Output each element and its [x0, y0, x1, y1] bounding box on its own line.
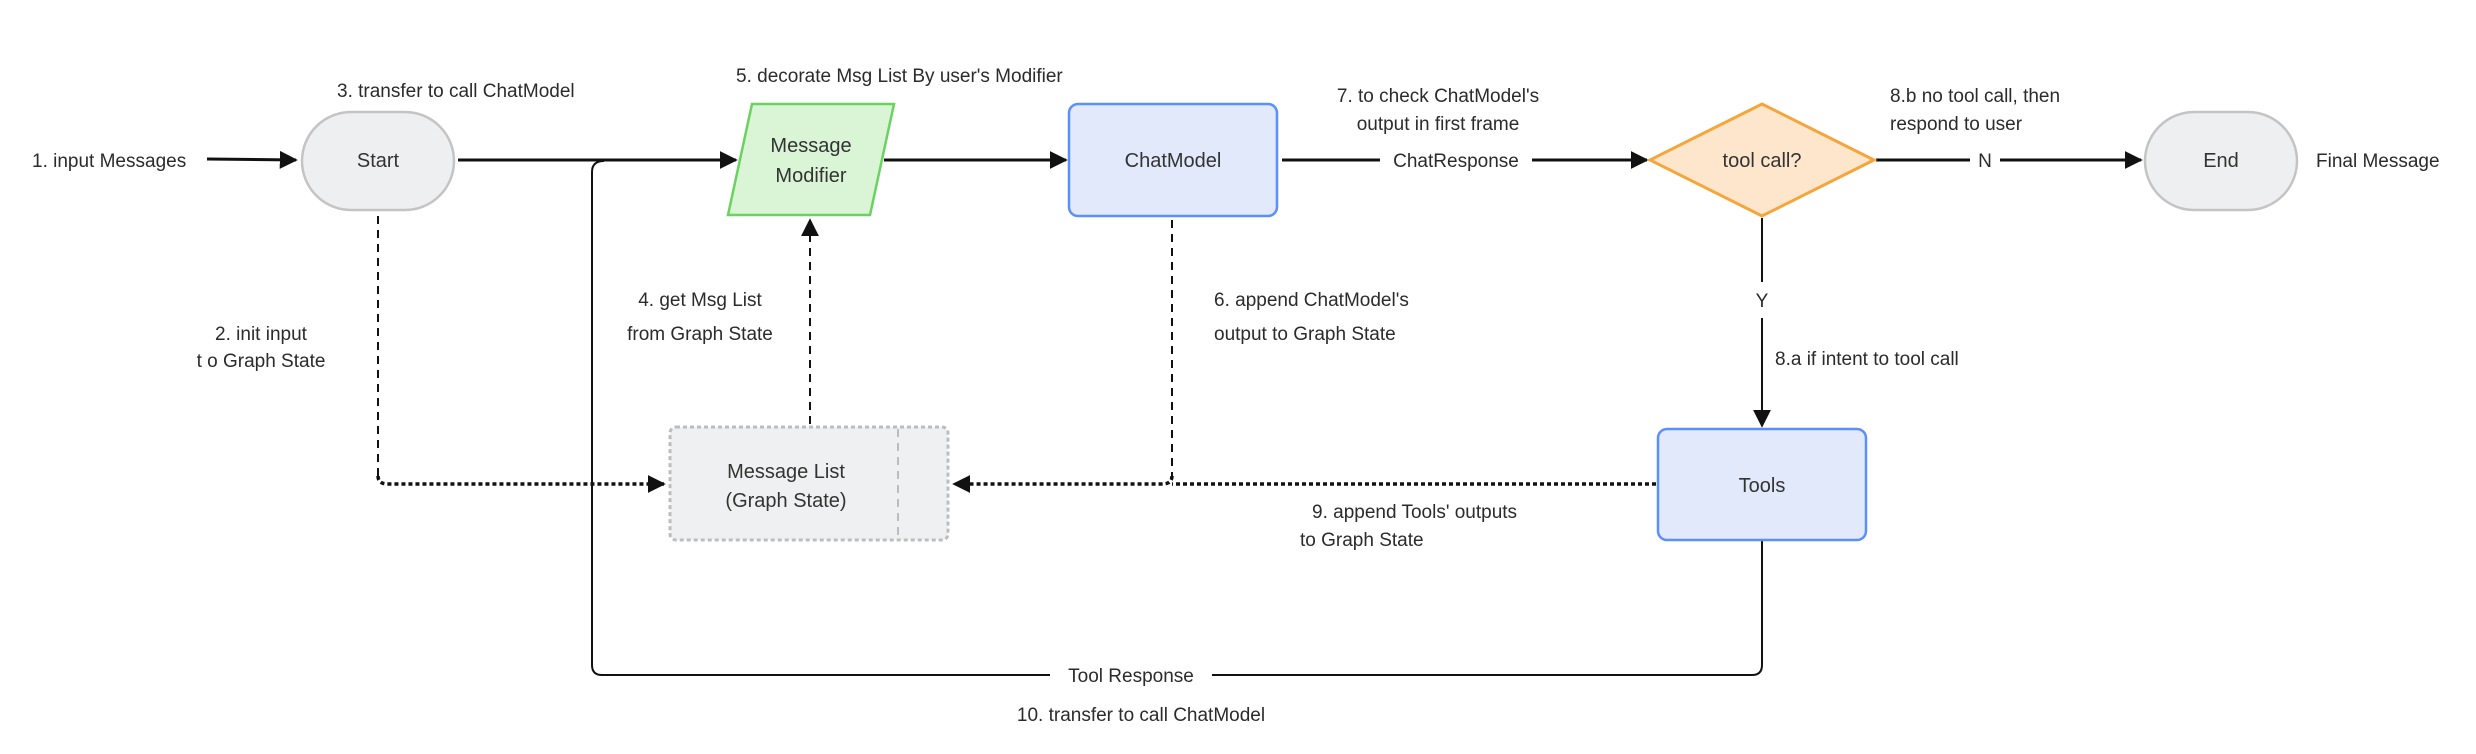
label-y: Y	[1756, 291, 1769, 312]
node-start[interactable]: Start	[300, 110, 456, 212]
message-list-border	[668, 425, 950, 542]
label-decorate: 5. decorate Msg List By user's Modifier	[736, 66, 1063, 87]
label-intent: 8.a if intent to tool call	[1775, 349, 1959, 370]
label-no-tool-1: 8.b no tool call, then	[1890, 86, 2060, 107]
tools-border	[1656, 427, 1868, 542]
label-tool-response: Tool Response	[1068, 666, 1194, 687]
start-label: Start	[357, 150, 400, 172]
modifier-label-2: Modifier	[775, 165, 846, 187]
message-list-label-2: (Graph State)	[725, 490, 846, 512]
node-end[interactable]: End	[2143, 110, 2299, 212]
label-get-list-2: from Graph State	[627, 324, 773, 345]
label-append-chat-2: output to Graph State	[1214, 324, 1396, 345]
node-message-list[interactable]: Message List (Graph State)	[668, 425, 950, 542]
label-check-2: output in first frame	[1357, 114, 1520, 135]
modifier-label-1: Message	[770, 135, 851, 157]
edge-input-start	[206, 150, 298, 169]
node-message-modifier[interactable]: Message Modifier	[726, 102, 896, 217]
label-init-1: 2. init input	[215, 324, 308, 345]
label-append-tools-2: to Graph State	[1300, 530, 1424, 551]
modifier-border	[726, 102, 896, 217]
label-init-2: t o Graph State	[197, 351, 326, 372]
decision-border	[1646, 102, 1878, 218]
start-shape	[302, 112, 454, 210]
message-list-shape	[670, 427, 948, 540]
edge-start-state-h	[376, 475, 666, 493]
end-label: End	[2203, 150, 2239, 172]
label-no-tool-2: respond to user	[1890, 114, 2023, 135]
node-decision[interactable]: tool call?	[1646, 102, 1878, 218]
end-border	[2143, 110, 2299, 212]
label-input: 1. input Messages	[32, 151, 186, 172]
label-check-1: 7. to check ChatModel's	[1337, 86, 1539, 107]
start-border	[300, 110, 456, 212]
label-transfer: 3. transfer to call ChatModel	[337, 81, 575, 102]
chatmodel-label: ChatModel	[1125, 150, 1222, 172]
tools-shape	[1658, 429, 1866, 540]
label-transfer-back: 10. transfer to call ChatModel	[1017, 705, 1265, 726]
node-chatmodel[interactable]: ChatModel	[1067, 102, 1279, 218]
node-tools[interactable]: Tools	[1656, 427, 1868, 542]
label-append-chat-1: 6. append ChatModel's	[1214, 290, 1409, 311]
decision-label: tool call?	[1723, 150, 1802, 172]
edge-chatmodel-state-h	[952, 475, 1174, 493]
end-shape	[2145, 112, 2297, 210]
label-final: Final Message	[2316, 151, 2440, 172]
edges	[206, 150, 2141, 676]
tools-label: Tools	[1739, 475, 1786, 497]
modifier-shape	[728, 104, 894, 215]
chatmodel-border	[1067, 102, 1279, 218]
message-list-label-1: Message List	[727, 461, 845, 483]
chatmodel-shape	[1069, 104, 1277, 216]
label-get-list-1: 4. get Msg List	[638, 290, 762, 311]
label-n: N	[1978, 151, 1992, 172]
label-chat-response: ChatResponse	[1393, 151, 1519, 172]
edge-labels: 1. input Messages 2. init input t o Grap…	[32, 66, 2440, 726]
label-append-tools-1: 9. append Tools' outputs	[1312, 502, 1517, 523]
edge-tools-loop	[591, 160, 1763, 676]
